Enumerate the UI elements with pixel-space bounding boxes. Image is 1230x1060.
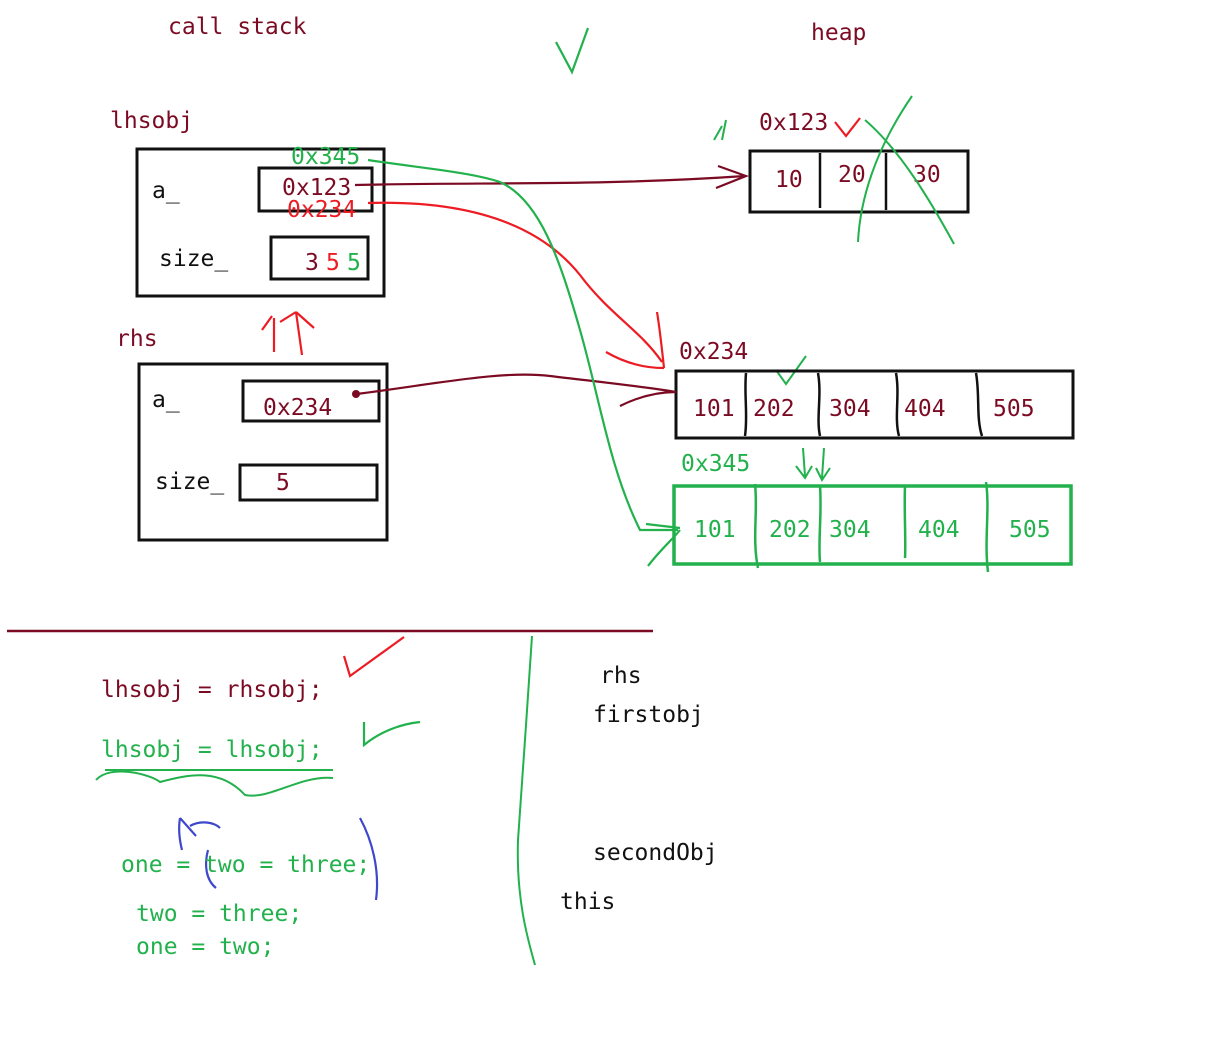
heap-0x234-block [674, 369, 1075, 440]
blue-paren-right [359, 817, 379, 901]
note-secondobj: secondObj [593, 840, 718, 866]
check-mark-0x123-left [713, 119, 727, 141]
heap-0x123-cell-2: 30 [913, 162, 941, 188]
heap-0x345-cell-4: 505 [1009, 517, 1051, 543]
lhsobj-a-label: a_ [152, 178, 180, 204]
lhsobj-size-label: size_ [159, 246, 228, 272]
heap-0x234-cell-3: 404 [904, 396, 946, 422]
heap-0x345-dividers [753, 481, 990, 573]
check-mark-0x123-red [834, 117, 861, 138]
rhs-size-box [238, 463, 379, 502]
lhsobj-size-box [269, 235, 370, 281]
check-mark-0x234 [775, 355, 807, 386]
heap-0x234-cell-4: 505 [993, 396, 1035, 422]
lhsobj-a-value-green: 0x345 [291, 144, 360, 170]
blue-eval-arrow [178, 817, 221, 889]
pointer-lhs-to-0x345 [367, 158, 681, 567]
code-line-2: lhsobj = lhsobj; [101, 737, 323, 763]
heap-0x345-cell-1: 202 [769, 517, 811, 543]
heap-0x123-cell-1: 20 [838, 162, 866, 188]
check-mark-top [555, 27, 590, 75]
code-line-2-underline [95, 769, 334, 797]
heap-0x234-cell-0: 101 [693, 396, 735, 422]
rhs-size-label: size_ [155, 469, 224, 495]
heap-0x234-cell-2: 304 [829, 396, 871, 422]
heap-0x234-address: 0x234 [679, 339, 748, 365]
heap-0x234-cell-1: 202 [753, 396, 795, 422]
code-step-2: one = two; [136, 934, 274, 960]
note-this: this [560, 889, 615, 915]
pointer-lhs-to-0x234 [367, 201, 666, 370]
pointer-lhs-to-0x123 [354, 164, 750, 190]
check-mark-line2 [362, 720, 421, 748]
delete-cross-0x123 [857, 95, 955, 245]
lhsobj-size-old: 3 [305, 250, 319, 276]
lhsobj-a-value-old: 0x123 [282, 175, 351, 201]
assign-up-arrow [261, 311, 315, 356]
pointer-rhs-to-0x234 [355, 373, 677, 407]
rhs-size-value: 5 [276, 470, 290, 496]
rhs-label: rhs [116, 326, 158, 352]
code-step-1: two = three; [136, 901, 302, 927]
rhs-a-box [241, 379, 381, 423]
heap-0x123-block [748, 149, 970, 214]
code-chain: one = two = three; [121, 852, 370, 878]
heap-0x345-block [672, 484, 1073, 566]
code-line-1: lhsobj = rhsobj; [101, 677, 323, 703]
lhsobj-size-green: 5 [347, 250, 361, 276]
lhsobj-a-value-red: 0x234 [287, 197, 356, 223]
copy-down-arrows [795, 447, 831, 482]
heap-0x345-cell-2: 304 [829, 517, 871, 543]
heap-0x345-cell-0: 101 [694, 517, 736, 543]
check-mark-line1 [342, 636, 405, 678]
rhs-a-label: a_ [152, 387, 180, 413]
rhs-a-value: 0x234 [263, 395, 332, 421]
note-rhs: rhs [600, 663, 642, 689]
lhsobj-a-box [257, 166, 374, 213]
heap-title: heap [811, 20, 866, 46]
lhsobj-label: lhsobj [110, 108, 193, 134]
heap-0x345-address: 0x345 [681, 451, 750, 477]
note-firstobj: firstobj [593, 702, 704, 728]
lhsobj-size-red: 5 [326, 250, 340, 276]
call-stack-title: call stack [168, 14, 307, 40]
lhsobj-frame [135, 147, 386, 298]
heap-0x123-cell-0: 10 [775, 167, 803, 193]
vertical-divider [516, 635, 536, 966]
heap-0x234-dividers [743, 372, 984, 437]
heap-0x345-cell-3: 404 [918, 517, 960, 543]
rhs-frame [137, 362, 389, 542]
heap-0x123-address: 0x123 [759, 110, 828, 136]
